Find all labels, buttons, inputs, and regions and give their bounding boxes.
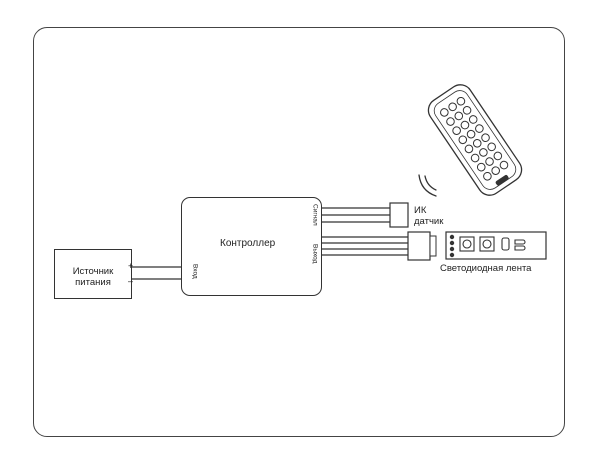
ir-signal-waves-icon <box>418 174 437 197</box>
ir-remote-icon <box>427 84 523 196</box>
controller-box <box>181 197 322 296</box>
diagram-frame <box>33 27 565 437</box>
power-supply-plus: + <box>128 261 134 271</box>
controller-signal-label: Сигнал <box>311 204 319 226</box>
power-supply-label-line1: Источник <box>72 266 114 277</box>
controller-input-label: Вход <box>191 264 199 279</box>
led-chip-2 <box>479 236 495 252</box>
led-connector <box>407 231 437 261</box>
controller-title: Контроллер <box>220 238 276 249</box>
led-strip-label: Светодиодная лента <box>440 263 532 274</box>
ir-sensor-label-line2: датчик <box>414 216 444 227</box>
power-supply-minus: – <box>128 276 134 286</box>
solder-pad-minus <box>514 245 526 251</box>
controller-output-label: Выход <box>311 244 319 264</box>
led-strip <box>445 231 547 260</box>
led-chip-1 <box>459 236 475 252</box>
power-supply-label-line2: питания <box>75 277 111 288</box>
power-supply-label: Источник питания <box>55 266 131 288</box>
led-strip-pads <box>449 234 455 258</box>
ir-sensor-plug <box>389 202 409 228</box>
ir-sensor-label-line1: ИК <box>414 205 427 216</box>
solder-pad-plus <box>514 239 526 245</box>
resistor <box>501 237 510 251</box>
power-supply-box: Источник питания <box>54 249 132 299</box>
